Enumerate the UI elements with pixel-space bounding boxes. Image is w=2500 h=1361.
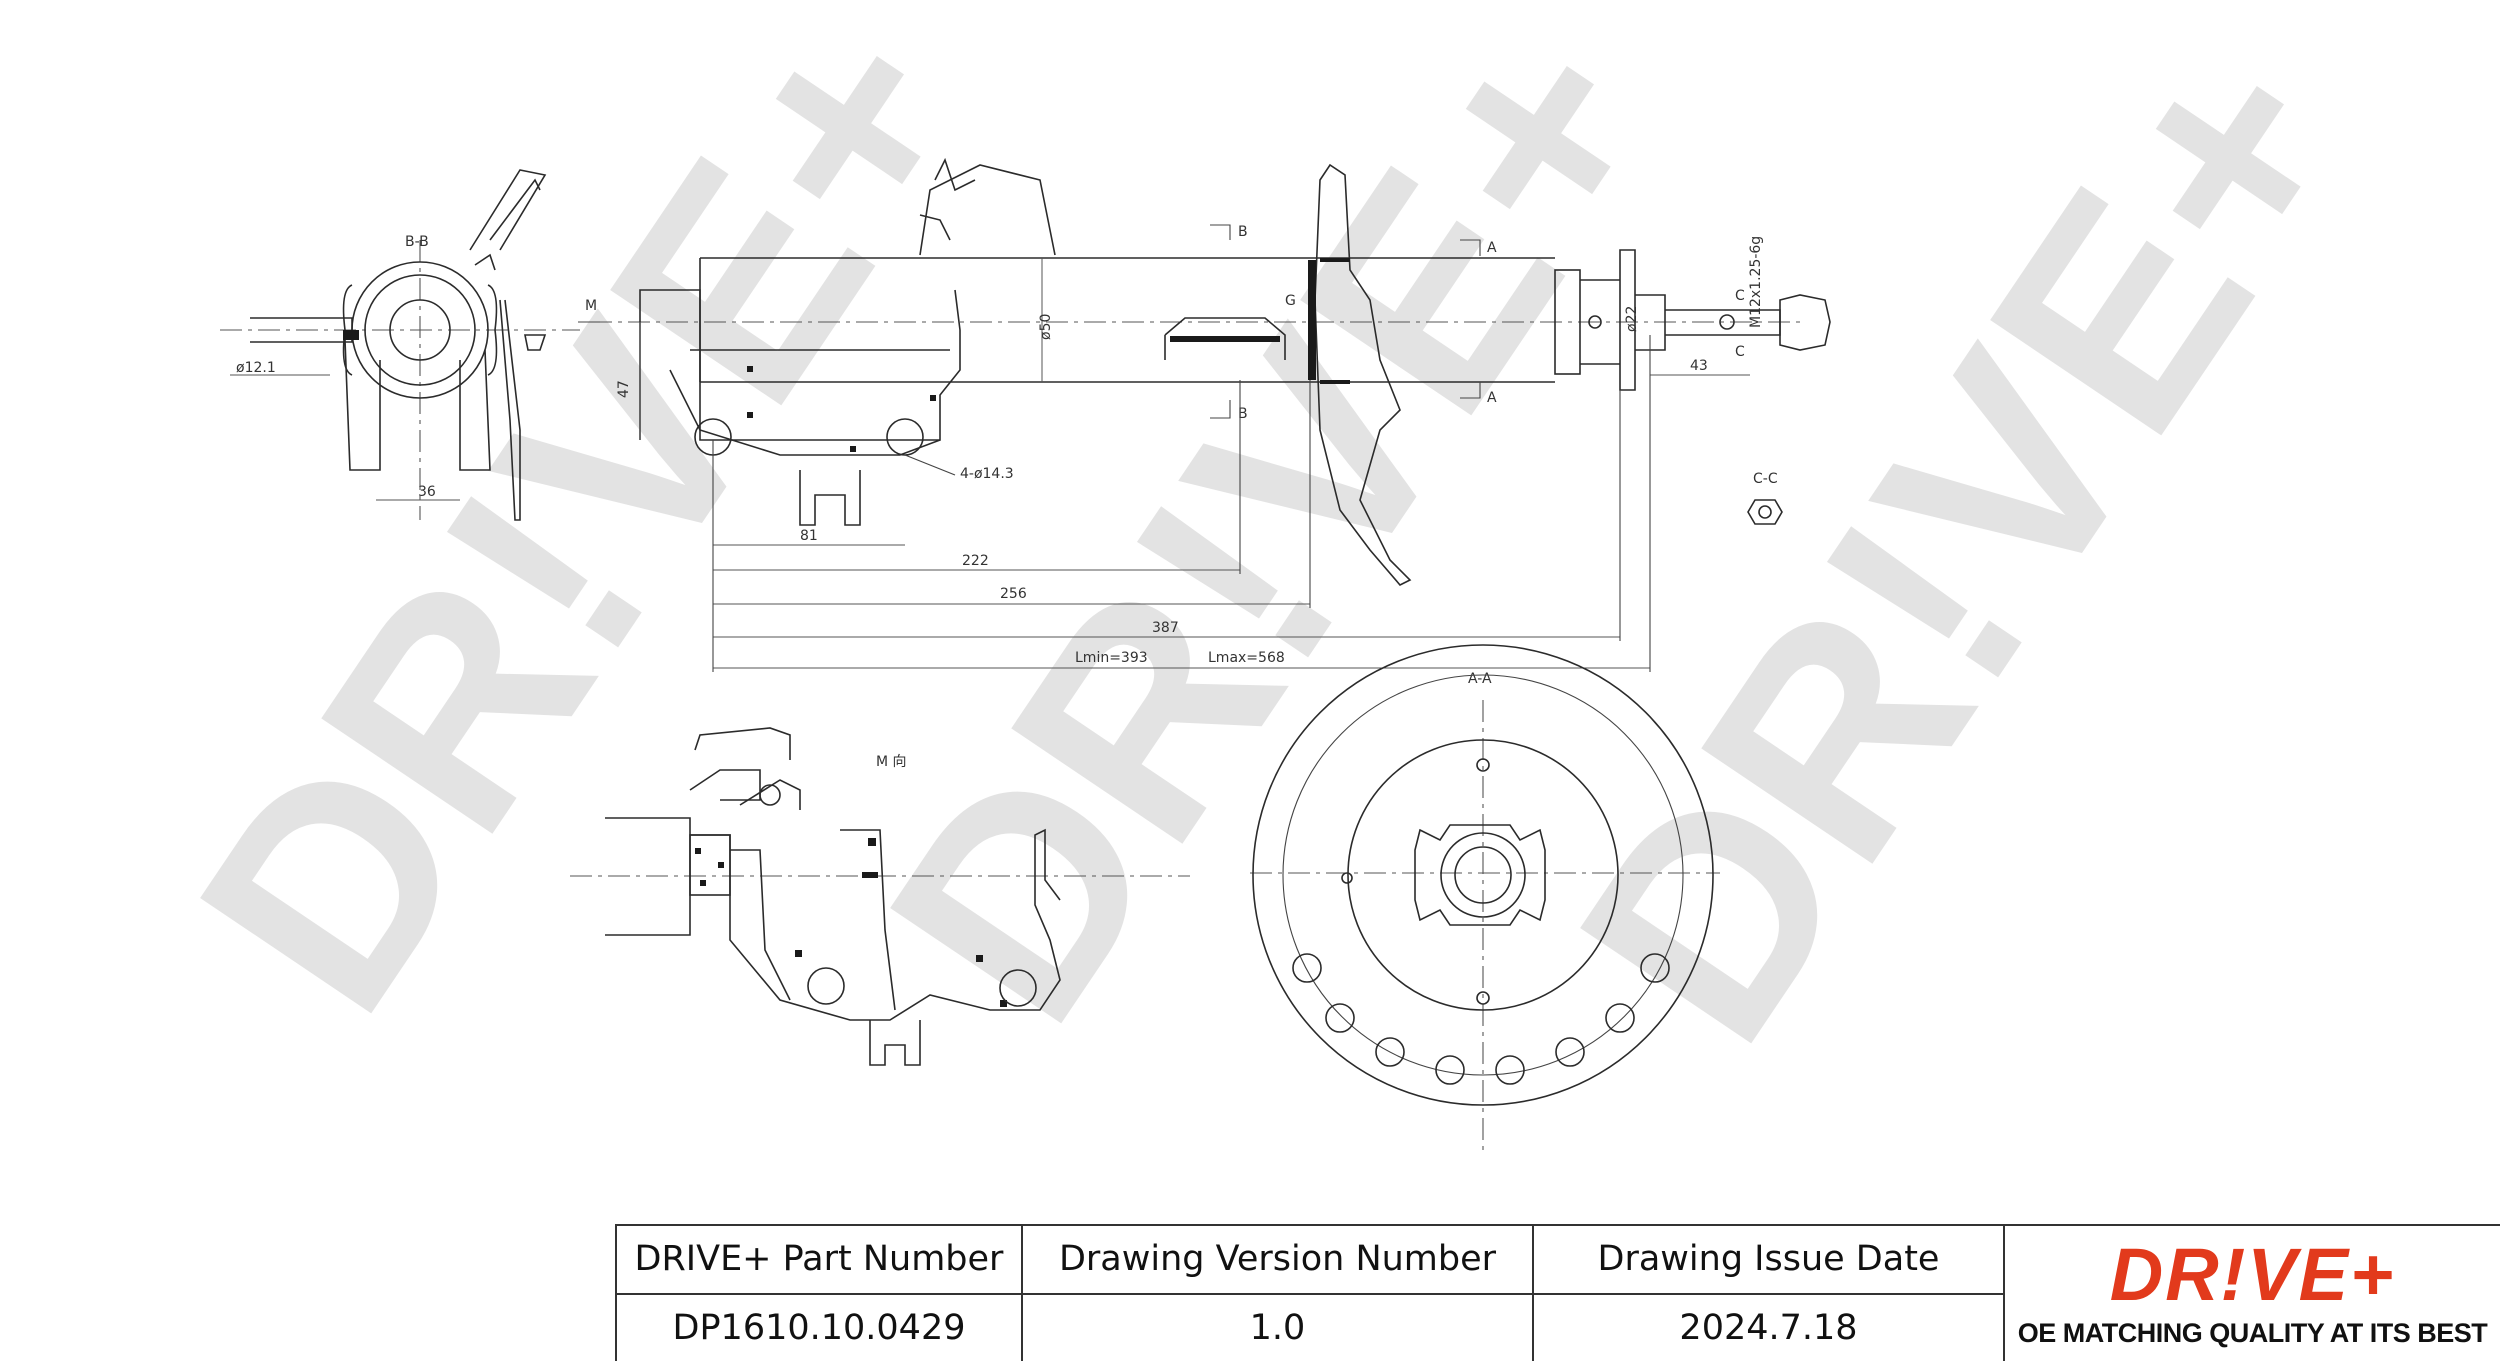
logo-tagline: OE MATCHING QUALITY AT ITS BEST [2017,1318,2488,1348]
marker-g: G [1285,293,1296,309]
dim-256: 256 [1000,586,1027,602]
issue-date-label: Drawing Issue Date [1534,1226,2003,1295]
dim-d12-1: ø12.1 [236,360,276,376]
marker-c-bottom: C [1735,344,1745,360]
issue-date-value: 2024.7.18 [1679,1307,1858,1348]
dim-43: 43 [1690,358,1708,374]
strut-elevation: M [578,157,1831,672]
section-a-bottom: A [1487,390,1497,406]
section-bb-label: B-B [405,234,429,250]
section-b-bottom: B [1238,406,1248,422]
marker-m: M [585,298,597,314]
section-aa-view: A-A [1250,644,1720,1150]
view-m-label: M 向 [876,754,907,770]
title-block: DRIVE+ Part Number DP1610.10.0429 Drawin… [615,1224,2500,1361]
section-a-top: A [1487,240,1497,256]
section-b-top: B [1238,224,1248,240]
marker-c-top: C [1735,288,1745,304]
dim-lmin: Lmin=393 [1075,650,1148,666]
version-label: Drawing Version Number [1023,1226,1532,1295]
view-m: M 向 [570,727,1190,1066]
dim-d50: ø50 [1038,314,1054,340]
dim-81: 81 [800,528,818,544]
version-column: Drawing Version Number 1.0 [1023,1226,1534,1361]
part-number-column: DRIVE+ Part Number DP1610.10.0429 [617,1226,1023,1361]
watermark-group: DR!VE+ DR!VE+ DR!VE+ [135,0,2413,1096]
dim-thread: M12x1.25-6g [1748,236,1764,328]
dim-d22: ø22 [1624,306,1640,332]
brand-logo: DR!VE+ OE MATCHING QUALITY AT ITS BEST [2005,1226,2500,1361]
section-bb-view: B-B ø12.1 36 [220,169,580,521]
logo-wordmark: DR!VE+ [2109,1233,2396,1316]
issue-date-column: Drawing Issue Date 2024.7.18 [1534,1226,2005,1361]
dim-387: 387 [1152,620,1179,636]
section-aa-label: A-A [1468,671,1492,687]
dim-222: 222 [962,553,989,569]
section-cc-label: C-C [1753,471,1778,487]
dim-holes: 4-ø14.3 [960,466,1014,482]
part-number-label: DRIVE+ Part Number [617,1226,1021,1295]
dim-lmax: Lmax=568 [1208,650,1285,666]
version-value: 1.0 [1249,1307,1306,1348]
dim-36: 36 [418,484,436,500]
section-cc-view: C-C [1747,471,1783,525]
part-number-value: DP1610.10.0429 [672,1307,966,1348]
dim-47: 47 [616,380,632,398]
